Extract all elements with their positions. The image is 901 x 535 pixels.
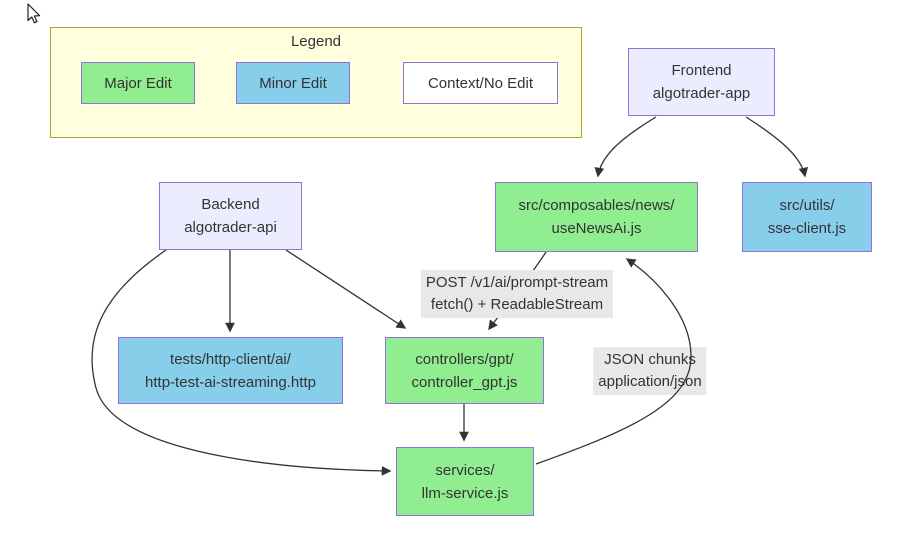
edge-backend-to-controller	[285, 249, 407, 329]
node-llm-service-js: services/ llm-service.js	[396, 447, 534, 516]
legend-item-label: Minor Edit	[259, 74, 327, 92]
node-label-line: Backend	[201, 196, 260, 213]
node-usenewsai-js: src/composables/news/ useNewsAi.js	[495, 182, 698, 252]
legend-item-minor-edit: Minor Edit	[236, 62, 350, 104]
node-label-line: controller_gpt.js	[411, 373, 518, 391]
node-label-line: services/	[435, 461, 495, 479]
node-label-line: http-test-ai-streaming.http	[145, 373, 316, 391]
legend-box: Legend Major Edit Minor Edit Context/No …	[50, 27, 582, 138]
edge-label-line: application/json	[598, 373, 702, 390]
node-label-line: llm-service.js	[421, 484, 509, 502]
edge-label-post-stream: POST /v1/ai/prompt-stream fetch() + Read…	[420, 270, 614, 318]
edge-frontend-to-usenewsai	[594, 116, 657, 178]
edge-label-line: JSON chunks	[604, 351, 696, 368]
node-backend-algotrader-api: Backend algotrader-api	[159, 182, 302, 250]
legend-item-label: Major Edit	[104, 74, 172, 92]
legend-title: Legend	[290, 33, 342, 50]
edge-label-json-chunks: JSON chunks application/json	[593, 347, 707, 395]
edge-label-line: fetch() + ReadableStream	[430, 296, 604, 313]
node-sse-client-js: src/utils/ sse-client.js	[742, 182, 872, 252]
node-label-line: algotrader-app	[652, 85, 751, 102]
legend-item-label: Context/No Edit	[427, 74, 534, 92]
node-label-line: sse-client.js	[767, 220, 847, 237]
edge-frontend-to-sseclient	[745, 116, 809, 178]
node-label-line: src/composables/news/	[518, 197, 675, 214]
node-label-line: controllers/gpt/	[415, 350, 514, 368]
node-label-line: algotrader-api	[184, 219, 277, 236]
node-label-line: src/utils/	[779, 197, 835, 214]
node-frontend-algotrader-app: Frontend algotrader-app	[628, 48, 775, 116]
node-label-line: Frontend	[671, 62, 732, 79]
node-label-line: tests/http-client/ai/	[170, 350, 291, 368]
node-controller-gpt-js: controllers/gpt/ controller_gpt.js	[385, 337, 544, 404]
node-label-line: useNewsAi.js	[551, 220, 642, 237]
legend-item-major-edit: Major Edit	[81, 62, 195, 104]
node-http-test-ai-streaming: tests/http-client/ai/ http-test-ai-strea…	[118, 337, 343, 404]
legend-item-context-no-edit: Context/No Edit	[403, 62, 558, 104]
edge-label-line: POST /v1/ai/prompt-stream	[425, 274, 609, 291]
